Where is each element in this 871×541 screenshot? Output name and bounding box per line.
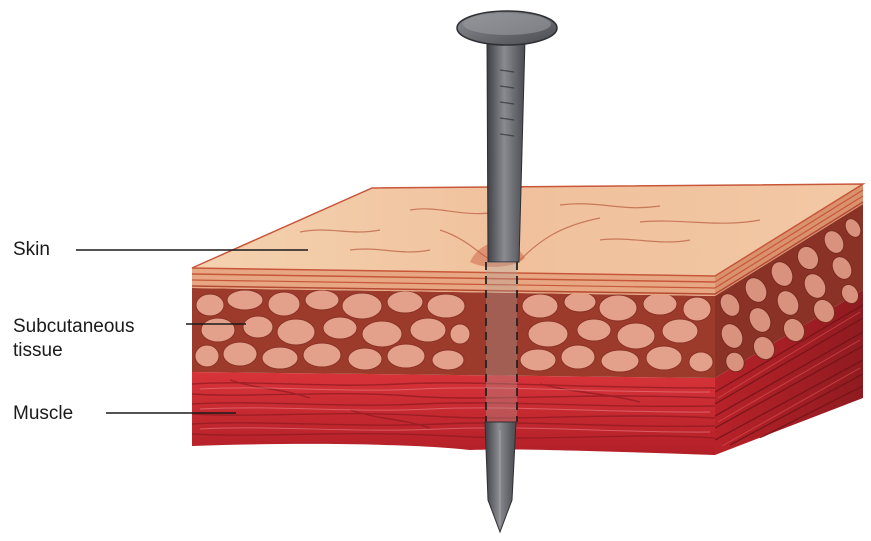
skin-label: Skin: [13, 238, 50, 262]
muscle-label: Muscle: [13, 402, 73, 426]
subcutaneous-label: Subcutaneous tissue: [13, 315, 183, 363]
subcutaneous-layer: [192, 288, 715, 378]
muscle-layer: [192, 372, 715, 455]
